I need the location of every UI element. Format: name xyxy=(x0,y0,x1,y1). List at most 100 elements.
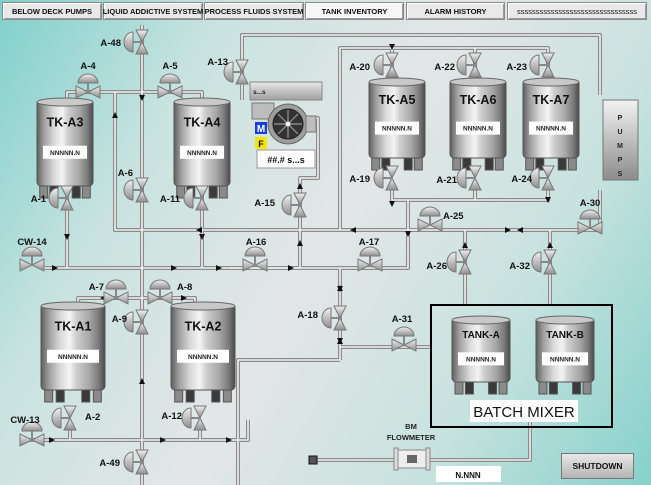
valve-label: A-16 xyxy=(246,237,267,248)
tank-level-display xyxy=(47,349,99,363)
valve-label: A-31 xyxy=(392,314,413,325)
svg-text:NNNNN.N: NNNNN.N xyxy=(58,354,88,361)
valve-a7[interactable]: A-7 xyxy=(89,279,129,305)
valve-label: A-13 xyxy=(207,57,228,68)
svg-text:M: M xyxy=(617,143,623,150)
valve-label: A-26 xyxy=(426,261,447,272)
valve-label: A-32 xyxy=(509,261,530,272)
valve-a18[interactable]: A-18 xyxy=(297,305,347,331)
svg-text:TK-A1: TK-A1 xyxy=(55,319,92,333)
nav-extra[interactable]: ssssssssssssssssssssssssssssssss xyxy=(507,2,647,20)
svg-text:s...s: s...s xyxy=(253,89,266,96)
valve-label: CW-14 xyxy=(17,237,47,248)
valve-a23[interactable]: A-23 xyxy=(506,52,555,78)
pumps-panel[interactable]: P U M P S xyxy=(602,99,639,181)
batch-mixer-title-bg xyxy=(470,400,578,422)
svg-text:NNNNN.N: NNNNN.N xyxy=(466,356,496,363)
svg-text:NNNNN.N: NNNNN.N xyxy=(550,356,580,363)
actuator-icon xyxy=(373,167,384,189)
nav-process-fluids-system[interactable]: PROCESS FLUIDS SYSTEM xyxy=(204,2,304,20)
valve-a31[interactable]: A-31 xyxy=(391,314,417,352)
valve-a32[interactable]: A-32 xyxy=(509,249,557,275)
valve-label: A-22 xyxy=(434,62,455,73)
valve-a26[interactable]: A-26 xyxy=(426,249,472,275)
svg-text:P: P xyxy=(618,115,623,122)
actuator-icon xyxy=(281,194,292,216)
tank-level-display xyxy=(180,145,224,159)
valve-a8[interactable]: A-8 xyxy=(147,279,192,305)
valve-a30[interactable]: A-30 xyxy=(577,198,603,235)
actuator-icon xyxy=(181,407,192,429)
valve-a12[interactable]: A-12 xyxy=(161,405,207,431)
valve-label: A-15 xyxy=(254,198,275,209)
valve-cw14[interactable]: CW-14 xyxy=(17,237,47,272)
valve-a25[interactable]: A-25 xyxy=(417,206,464,232)
centrifugal-pump[interactable]: s...s xyxy=(249,81,323,145)
valve-a20[interactable]: A-20 xyxy=(349,52,399,78)
valve-a1[interactable]: A-1 xyxy=(31,185,74,211)
svg-text:BM: BM xyxy=(405,422,417,431)
nav-liquid-addictive-system[interactable]: LIQUID ADDICTIVE SYSTEM xyxy=(103,2,203,20)
nav-below-deck-pumps[interactable]: BELOW DECK PUMPS xyxy=(2,2,102,20)
valve-a5[interactable]: A-5 xyxy=(157,61,183,99)
actuator-icon xyxy=(105,279,127,290)
svg-text:TK-A4: TK-A4 xyxy=(184,115,221,129)
actuator-icon xyxy=(359,246,381,257)
valve-a2[interactable]: A-2 xyxy=(51,405,100,431)
flowmeter-icon[interactable] xyxy=(393,447,431,471)
tank-level-display xyxy=(177,349,229,363)
valve-a15[interactable]: A-15 xyxy=(254,192,307,218)
nav-alarm-history[interactable]: ALARM HISTORY xyxy=(406,2,505,20)
valve-a13[interactable]: A-13 xyxy=(207,57,249,85)
svg-text:NNNNN.N: NNNNN.N xyxy=(536,126,566,133)
valve-a22[interactable]: A-22 xyxy=(434,52,482,78)
valve-a49[interactable]: A-49 xyxy=(99,449,149,475)
actuator-icon xyxy=(123,311,134,333)
valve-a21[interactable]: A-21 xyxy=(436,165,482,191)
valve-label: A-49 xyxy=(99,458,120,469)
valve-a16[interactable]: A-16 xyxy=(242,237,268,272)
valve-label: A-8 xyxy=(177,282,192,293)
valve-a9[interactable]: A-9 xyxy=(112,309,149,335)
svg-text:P: P xyxy=(618,157,623,164)
shutdown-button[interactable]: SHUTDOWN xyxy=(561,453,634,479)
svg-text:F: F xyxy=(258,139,264,149)
nav-tank-inventory[interactable]: TANK INVENTORY xyxy=(305,2,404,20)
valve-label: A-24 xyxy=(511,174,532,185)
actuator-icon xyxy=(149,279,171,290)
svg-text:TK-A3: TK-A3 xyxy=(47,115,84,129)
actuator-icon xyxy=(529,54,540,76)
flow-arrows xyxy=(49,44,553,443)
valve-label: A-48 xyxy=(100,38,121,49)
valve-a11[interactable]: A-11 xyxy=(160,185,209,211)
valve-label: A-12 xyxy=(161,411,182,422)
svg-text:NNNNN.N: NNNNN.N xyxy=(187,150,217,157)
valve-a24[interactable]: A-24 xyxy=(511,165,555,191)
mode-m-badge xyxy=(255,122,267,134)
mode-f-badge xyxy=(255,137,267,149)
actuator-icon xyxy=(123,179,134,201)
valve-a17[interactable]: A-17 xyxy=(357,237,383,272)
valve-a4[interactable]: A-4 xyxy=(75,61,101,99)
actuator-icon xyxy=(48,187,59,209)
actuator-icon xyxy=(244,246,266,257)
flowmeter-source-icon xyxy=(308,455,318,465)
valve-a48[interactable]: A-48 xyxy=(100,29,149,55)
valve-label: A-6 xyxy=(118,168,133,179)
actuator-icon xyxy=(21,246,43,257)
actuator-icon xyxy=(321,307,332,329)
valve-a19[interactable]: A-19 xyxy=(349,165,399,191)
valve-a6[interactable]: A-6 xyxy=(118,168,149,203)
valve-cw13[interactable]: CW-13 xyxy=(10,415,45,447)
valve-label: A-25 xyxy=(443,211,464,222)
